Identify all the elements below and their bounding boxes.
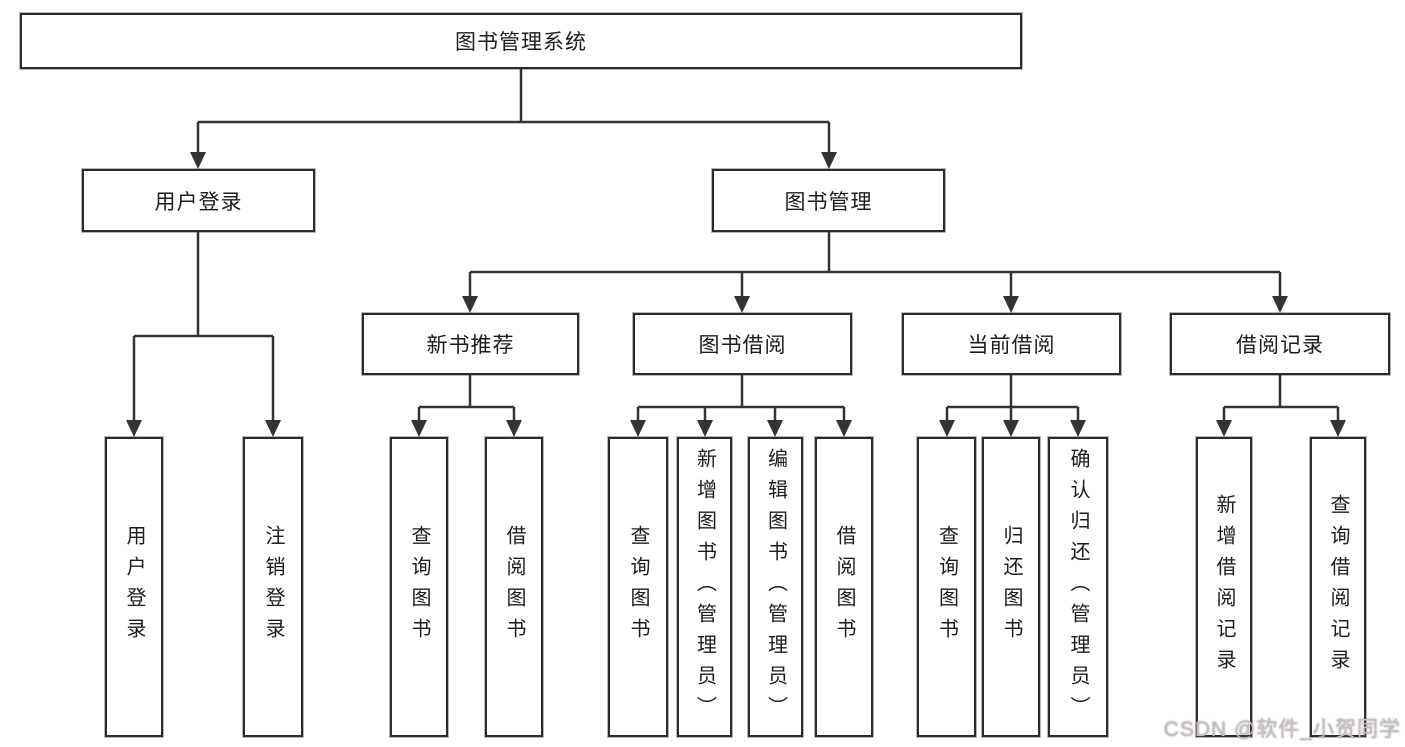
leaf-add-books-admin: 新增图书（管理员） [677,437,732,737]
node-new-book-recommend-label: 新书推荐 [426,334,515,357]
leaf-confirm-return-admin: 确认归还（管理员） [1048,437,1108,737]
leaf-confirm-return-admin-label: 确认归还（管理员） [1067,447,1089,727]
leaf-query-books-borrow: 查询图书 [608,437,668,737]
leaf-user-login: 用户登录 [105,437,163,737]
node-user-login-label: 用户登录 [154,190,243,214]
leaf-borrow-books-recommend: 借阅图书 [485,437,543,737]
leaf-logout-label: 注销登录 [262,525,284,649]
leaf-edit-books-admin-label: 编辑图书（管理员） [764,447,787,727]
node-user-login: 用户登录 [82,169,315,232]
leaf-query-books-borrow-label: 查询图书 [627,525,649,649]
leaf-user-login-label: 用户登录 [123,525,145,649]
node-borrowing-records: 借阅记录 [1170,313,1390,375]
leaf-edit-books-admin: 编辑图书（管理员） [748,437,803,737]
leaf-query-borrow-record: 查询借阅记录 [1310,437,1366,737]
leaf-query-books-current: 查询图书 [917,437,976,737]
node-current-borrowing-label: 当前借阅 [967,334,1056,357]
node-new-book-recommend: 新书推荐 [362,313,579,375]
leaf-return-books: 归还图书 [982,437,1040,737]
node-book-management-label: 图书管理 [784,190,873,214]
leaf-query-books-current-label: 查询图书 [935,525,958,649]
leaf-borrow-books-label: 借阅图书 [833,525,855,649]
leaf-add-borrow-record: 新增借阅记录 [1196,437,1252,737]
leaf-borrow-books: 借阅图书 [815,437,873,737]
node-book-management: 图书管理 [712,169,945,232]
node-borrowing-records-label: 借阅记录 [1236,334,1324,357]
leaf-add-borrow-record-label: 新增借阅记录 [1213,494,1235,680]
leaf-query-books-recommend: 查询图书 [390,437,448,737]
node-root: 图书管理系统 [20,13,1022,69]
leaf-add-books-admin-label: 新增图书（管理员） [693,447,716,727]
node-book-borrowing-label: 图书借阅 [698,334,787,357]
leaf-borrow-books-recommend-label: 借阅图书 [503,525,525,649]
node-root-label: 图书管理系统 [455,31,587,54]
node-book-borrowing: 图书借阅 [633,313,852,375]
node-current-borrowing: 当前借阅 [902,313,1121,375]
leaf-query-borrow-record-label: 查询借阅记录 [1327,494,1349,680]
leaf-logout: 注销登录 [243,437,303,737]
leaf-query-books-recommend-label: 查询图书 [408,525,430,649]
leaf-return-books-label: 归还图书 [1000,525,1022,649]
